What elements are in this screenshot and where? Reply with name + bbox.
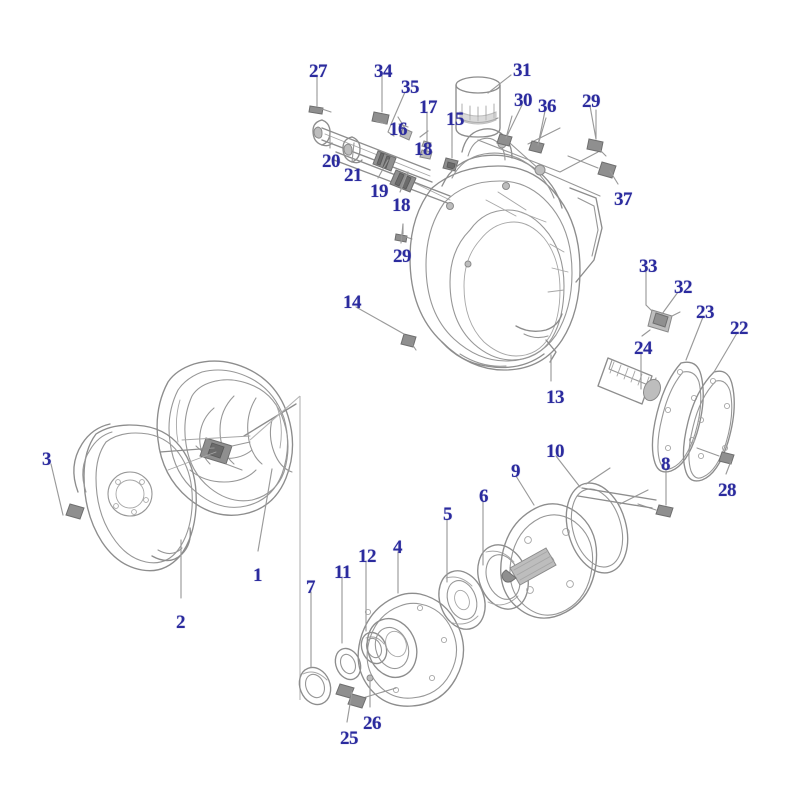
leader-line-16 xyxy=(397,116,407,131)
callout-label-20: 20 xyxy=(322,151,341,172)
torque-converter-part-1 xyxy=(156,360,297,516)
callout-label-15: 15 xyxy=(446,109,465,130)
callout-label-6: 6 xyxy=(479,486,489,507)
leader-line-29 xyxy=(400,223,404,244)
leader-line-9 xyxy=(515,475,535,506)
leader-line-29 xyxy=(589,105,597,140)
callout-label-14: 14 xyxy=(343,292,362,313)
callout-label-22: 22 xyxy=(730,318,749,339)
leader-line-28 xyxy=(725,460,732,475)
callout-label-12: 12 xyxy=(358,546,377,567)
callout-label-26: 26 xyxy=(363,713,382,734)
leader-lines xyxy=(50,74,738,723)
cover-ring-part-10 xyxy=(565,467,657,574)
callout-label-8: 8 xyxy=(661,454,671,475)
callout-label-37: 37 xyxy=(614,189,633,210)
callout-label-1: 1 xyxy=(253,565,263,586)
callout-label-2: 2 xyxy=(176,612,186,633)
callout-label-28: 28 xyxy=(718,480,737,501)
seal-ring-part-7 xyxy=(298,666,332,706)
callout-label-36: 36 xyxy=(538,96,557,117)
bearing-part-5 xyxy=(438,570,486,630)
callout-label-13: 13 xyxy=(546,387,565,408)
callout-label-5: 5 xyxy=(443,504,453,525)
callout-label-24: 24 xyxy=(634,338,653,359)
callout-label-11: 11 xyxy=(334,562,351,583)
bell-housing-body xyxy=(400,109,617,371)
callout-label-34: 34 xyxy=(374,61,393,82)
seal-ring-part-11 xyxy=(334,647,362,681)
leader-line-35 xyxy=(391,91,406,123)
callout-label-4: 4 xyxy=(393,537,403,558)
callout-label-17: 17 xyxy=(419,97,438,118)
shift-shaft-assembly xyxy=(308,95,459,243)
callout-label-29b: 29 xyxy=(393,246,412,267)
callout-label-27: 27 xyxy=(309,61,328,82)
leader-line-36 xyxy=(537,110,546,146)
leader-line-18 xyxy=(399,171,409,193)
leader-line-23 xyxy=(685,316,704,361)
leader-line-18 xyxy=(419,130,429,138)
pin-part-25 xyxy=(335,683,355,699)
leader-line-19 xyxy=(377,159,389,179)
leader-line-37 xyxy=(609,170,619,185)
leader-line-14 xyxy=(355,306,405,335)
leader-line-1 xyxy=(257,468,273,552)
callout-label-35: 35 xyxy=(401,77,420,98)
callout-label-9: 9 xyxy=(511,461,521,482)
switch-part-32-33 xyxy=(641,304,681,337)
leader-line-3 xyxy=(50,463,64,516)
cap-cover-part-31 xyxy=(455,76,501,138)
leader-line-10 xyxy=(555,455,581,488)
callout-label-23: 23 xyxy=(696,302,715,323)
callout-label-3: 3 xyxy=(42,449,52,470)
callout-label-21: 21 xyxy=(344,165,363,186)
callout-label-30: 30 xyxy=(514,90,533,111)
pump-housing-part-4 xyxy=(347,592,465,709)
leader-line-25 xyxy=(346,691,353,723)
callout-label-19: 19 xyxy=(370,181,389,202)
leader-line-22 xyxy=(713,332,738,373)
callout-label-29: 29 xyxy=(582,91,601,112)
callout-label-10: 10 xyxy=(546,441,565,462)
housing-cover-part-2 xyxy=(65,423,251,572)
callout-label-7: 7 xyxy=(306,577,316,598)
callout-label-33: 33 xyxy=(639,256,658,277)
leader-line-21 xyxy=(351,142,355,163)
leader-line-30 xyxy=(505,104,523,139)
spring-bellows-part-24 xyxy=(597,357,661,405)
callout-label-16: 16 xyxy=(389,119,408,140)
bolt-part-28 xyxy=(696,447,735,465)
callout-label-25: 25 xyxy=(340,728,359,749)
leader-line-31 xyxy=(487,74,512,94)
callout-label-18b: 18 xyxy=(392,195,411,216)
leader-line-32 xyxy=(661,291,679,315)
callout-label-32: 32 xyxy=(674,277,693,298)
callout-label-31: 31 xyxy=(513,60,532,81)
callout-label-18: 18 xyxy=(414,139,433,160)
gasket-part-23 xyxy=(651,361,704,473)
hub-flange-part-9 xyxy=(500,503,598,619)
gasket-part-22 xyxy=(682,370,735,482)
